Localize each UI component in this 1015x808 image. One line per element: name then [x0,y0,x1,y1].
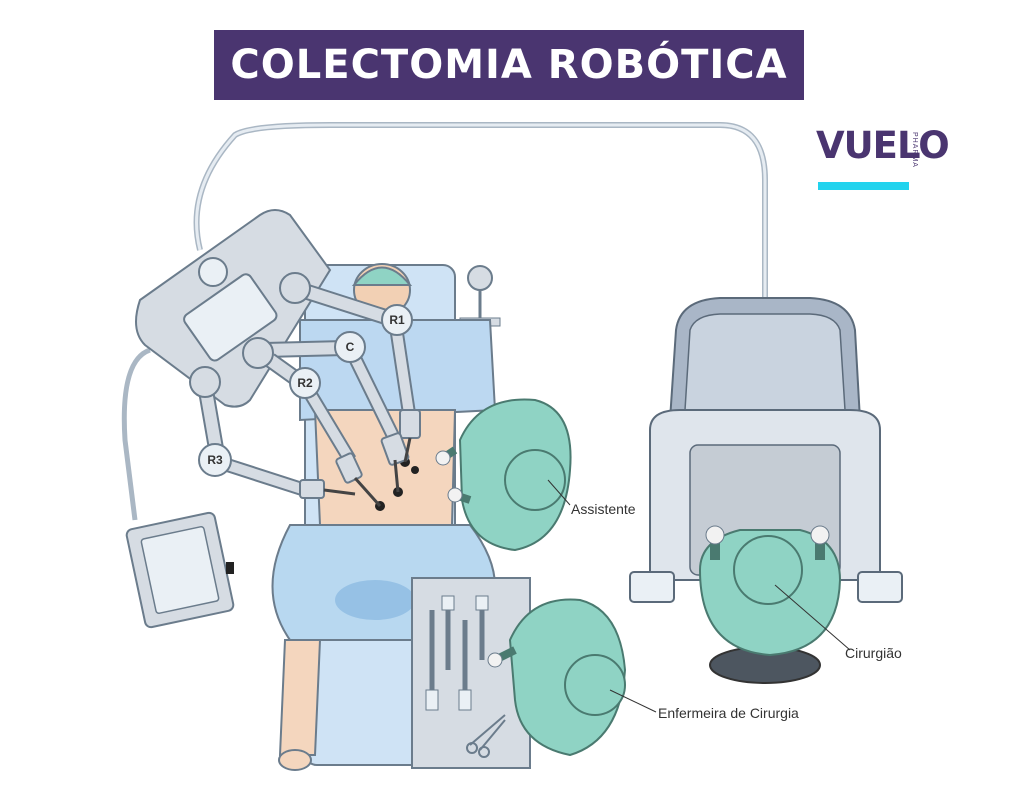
brand-logo: VUELO PHARMA [816,124,950,194]
monitor [125,511,235,629]
brand-accent-bar [818,182,909,190]
arm-label-c: C [334,331,366,363]
nurse-label: Enfermeira de Cirurgia [658,705,799,721]
arm-label-r2: R2 [289,367,321,399]
title-banner: COLECTOMIA ROBÓTICA [214,30,804,100]
monitor-cable [121,347,151,521]
surgeon-label: Cirurgião [845,645,902,661]
arm-r1-text: R1 [389,313,405,327]
arm-r3-text: R3 [207,453,223,467]
brand-name: VUELO [816,124,950,167]
arm-r2-text: R2 [297,376,313,390]
arm-c-text: C [346,340,355,354]
patient-leg [278,639,322,756]
surgeon-figure [698,525,842,657]
iv-pole [459,265,501,327]
brand-subtitle: PHARMA [911,132,918,168]
assistant-label: Assistente [571,501,636,517]
nurse-callout-line [609,689,657,713]
arm-label-r1: R1 [381,304,413,336]
nurse-figure [487,598,627,757]
arm-label-r3: R3 [198,443,232,477]
page-title: COLECTOMIA ROBÓTICA [230,42,788,88]
surgeon-callout-line [774,584,851,651]
instrument-tray [411,577,531,769]
assistant-callout-line [547,479,571,506]
assistant-figure [435,398,572,552]
